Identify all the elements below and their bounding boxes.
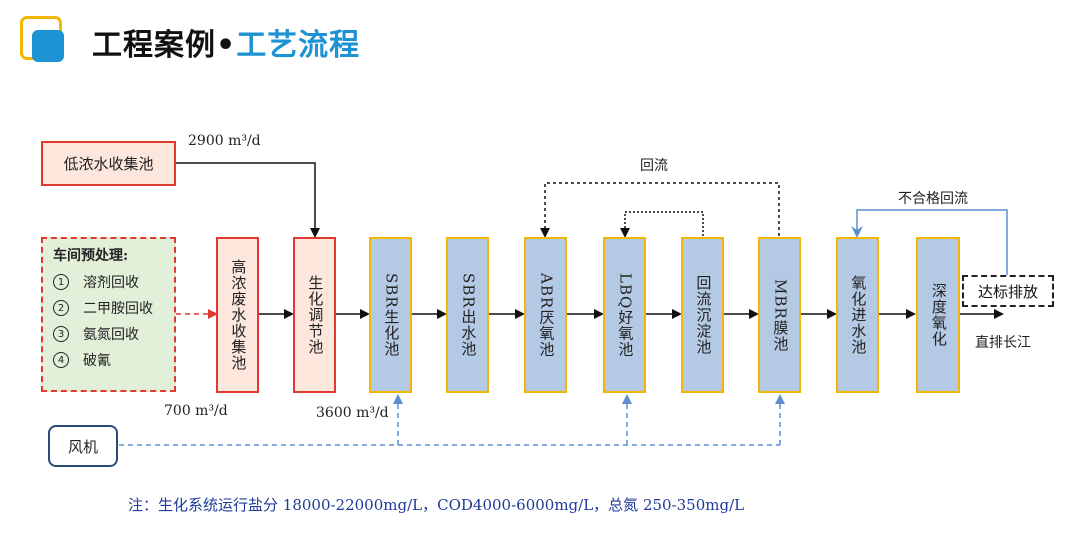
workshop-item: 3 氨氮回收 — [53, 321, 174, 347]
abr-tank: ABR厌氧池 — [524, 237, 567, 393]
lbq-tank: LBQ好氧池 — [603, 237, 646, 393]
discharge-box: 达标排放 — [962, 275, 1054, 307]
high-conc-tank-label: 高浓废水收集池 — [229, 259, 248, 371]
workshop-title: 车间预处理: — [53, 248, 129, 264]
sbr-outlet-tank: SBR出水池 — [446, 237, 489, 393]
item-label: 氨氮回收 — [83, 327, 139, 343]
workshop-item: 1 溶剂回收 — [53, 269, 174, 295]
item-label: 破氰 — [83, 353, 111, 369]
high-conc-tank: 高浓废水收集池 — [216, 237, 259, 393]
deep-oxid-unit: 深度氧化 — [916, 237, 960, 393]
workshop-item: 2 二甲胺回收 — [53, 295, 174, 321]
low-conc-tank-label: 低浓水收集池 — [63, 155, 154, 173]
deep-oxid-unit-label: 深度氧化 — [929, 283, 948, 347]
flow-label-3600: 3600 m³/d — [316, 405, 389, 421]
sbr-outlet-tank-label: SBR出水池 — [459, 273, 478, 357]
recirc-settle-tank-label: 回流沉淀池 — [694, 275, 713, 355]
item-number: 2 — [53, 300, 69, 316]
item-number: 4 — [53, 352, 69, 368]
discharge-label: 达标排放 — [977, 282, 1038, 301]
settle-recirculation-line — [620, 211, 704, 238]
page-title-sub: 工艺流程 — [236, 28, 361, 63]
workshop-pretreatment: 车间预处理: 1 溶剂回收 2 二甲胺回收 3 氨氮回收 4 破氰 — [41, 237, 176, 392]
direct-discharge-label: 直排长江 — [975, 335, 1031, 351]
lbq-tank-label: LBQ好氧池 — [616, 272, 635, 358]
page-title: 工程案例•工艺流程 — [92, 20, 360, 64]
recirculation-label: 回流 — [640, 158, 668, 174]
abr-tank-label: ABR厌氧池 — [537, 272, 556, 358]
footnote: 注：生化系统运行盐分 18000-22000mg/L，COD4000-6000m… — [128, 496, 745, 514]
flow-label-700: 700 m³/d — [164, 403, 228, 419]
fan-blower: 风机 — [48, 425, 118, 467]
fan-label: 风机 — [67, 437, 98, 456]
page-title-main: 工程案例• — [92, 28, 237, 63]
item-number: 3 — [53, 326, 69, 342]
mbr-recirculation-line — [540, 182, 780, 238]
sbr-bio-tank: SBR生化池 — [369, 237, 412, 393]
item-label: 溶剂回收 — [83, 275, 139, 291]
logo-square — [32, 30, 64, 62]
unqualified-recirc-label: 不合格回流 — [898, 191, 968, 207]
flow-label-2900: 2900 m³/d — [188, 133, 261, 149]
oxid-inlet-tank: 氧化进水池 — [836, 237, 879, 393]
unqualified-recirc-line — [851, 209, 1008, 275]
mbr-tank-label: MBR膜池 — [771, 278, 790, 352]
recirc-settle-tank: 回流沉淀池 — [681, 237, 724, 393]
workshop-item: 4 破氰 — [53, 347, 174, 373]
bio-adjust-tank-label: 生化调节池 — [306, 275, 325, 355]
sbr-bio-tank-label: SBR生化池 — [382, 273, 401, 357]
low-conc-tank: 低浓水收集池 — [41, 141, 176, 186]
bio-adjust-tank: 生化调节池 — [293, 237, 336, 393]
oxid-inlet-tank-label: 氧化进水池 — [849, 275, 868, 355]
logo — [18, 14, 66, 66]
item-label: 二甲胺回收 — [83, 301, 153, 317]
item-number: 1 — [53, 274, 69, 290]
low-conc-flow-line — [176, 162, 320, 238]
mbr-tank: MBR膜池 — [758, 237, 801, 393]
